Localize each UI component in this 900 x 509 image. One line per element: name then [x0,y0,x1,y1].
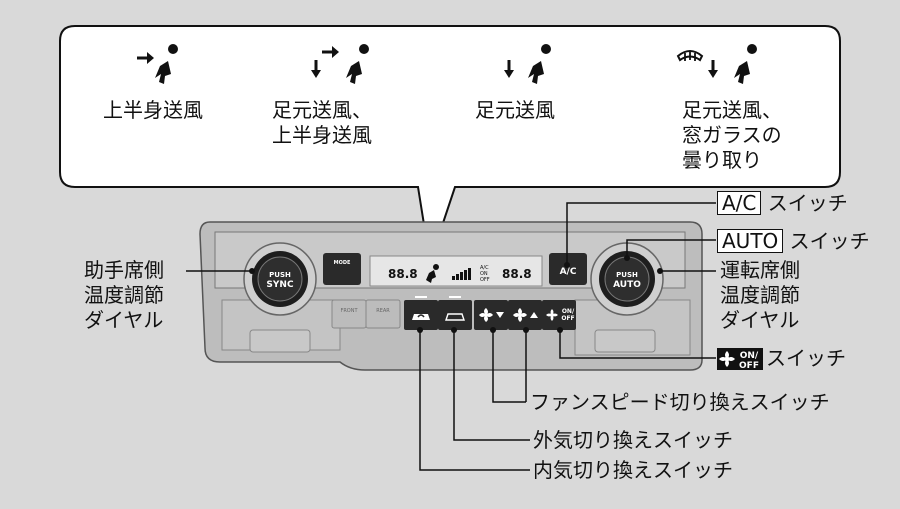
left-knob-push-text: PUSH [269,271,291,279]
left-seat-heater-button[interactable] [249,329,311,353]
label-line: 運転席側 [720,258,800,282]
recirc-switch-label: 内気切り換えスイッチ [533,458,733,482]
mode-label-line: 足元送風 [475,98,555,122]
mode-icon-floor-defrost [676,44,757,84]
fan-onoff-text-1: ON/ [562,308,575,315]
mode-label-line: 足元送風、 [682,98,782,122]
display-right-temp: 88.8 [502,267,532,281]
ac-key-box: A/C [717,191,762,215]
mode-label-line: 上半身送風 [103,98,203,122]
ac-switch-suffix: スイッチ [767,191,848,215]
right-knob-push-text: PUSH [616,271,638,279]
label-line: ダイヤル [720,308,800,332]
label-line: 温度調節 [84,283,164,307]
fan-onoff-text-2: OFF [561,315,574,322]
leader-dots [249,255,663,333]
mode-label-line: 窓ガラスの [682,123,782,147]
front-defrost-text: FRONT [340,308,358,314]
passenger-dial-label: 助手席側 温度調節 ダイヤル [84,258,164,333]
label-line: ダイヤル [84,308,164,332]
svg-text:OFF: OFF [739,361,759,371]
label-line: 温度調節 [720,283,800,307]
mode-label-line: 足元送風、 [272,98,372,122]
leader-lines [186,202,716,471]
display-left-temp: 88.8 [388,267,418,281]
front-defrost-button[interactable] [331,299,367,329]
right-seat-heater-button[interactable] [594,329,656,353]
svg-text:ON/: ON/ [740,351,759,361]
fan-speed-switch-label: ファンスピード切り換えスイッチ [530,390,830,414]
mode-label-floor: 足元送風 [475,98,555,123]
fan-onoff-label-icon: ON/ OFF [717,348,763,371]
mode-label-upper-body: 上半身送風 [103,98,203,123]
fan-up-icon [513,308,538,322]
display-mode-icon [426,264,439,283]
mode-label-floor-defrost: 足元送風、 窓ガラスの 曇り取り [682,98,782,173]
left-knob-sync-text: SYNC [266,280,294,290]
outside-air-switch-label: 外気切り換えスイッチ [533,428,733,452]
mode-label-line: 曇り取り [682,148,762,172]
rear-defrost-button[interactable] [365,299,401,329]
mode-button[interactable] [323,253,361,285]
fan-onoff-icon [546,309,558,321]
outside-air-button[interactable] [438,300,472,330]
auto-switch-suffix: スイッチ [789,229,870,253]
mode-icon-floor-upper [311,44,369,84]
mode-label-floor-upper: 足元送風、 上半身送風 [272,98,372,148]
mode-label-line: 上半身送風 [272,123,372,147]
display-fan-bars-icon [452,268,471,280]
outside-air-icon [445,313,465,321]
lcd-display [369,255,543,287]
right-knob-auto-text: AUTO [613,280,641,290]
driver-dial-label: 運転席側 温度調節 ダイヤル [720,258,800,333]
driver-temp-dial[interactable] [590,242,664,316]
ac-switch-label: A/C スイッチ [717,191,848,216]
recirc-icon [412,314,430,320]
ac-button[interactable] [549,253,587,285]
fan-onoff-button[interactable] [542,300,576,330]
auto-switch-label: AUTO スイッチ [717,229,870,254]
auto-key-box: AUTO [717,229,784,253]
label-line: 助手席側 [84,258,164,282]
fan-onoff-switch-label: スイッチ [766,346,846,370]
display-ac-text-2: ON [480,271,488,277]
passenger-temp-dial[interactable] [243,242,317,316]
fan-down-icon [479,308,504,322]
rear-defrost-text: REAR [376,308,390,314]
display-ac-text-1: A/C [480,265,489,271]
display-ac-text-3: OFF [480,277,490,283]
mode-icon-upper-body [137,44,178,84]
mode-button-text: MODE [334,260,351,266]
mode-icon-floor [504,44,551,84]
ac-button-text: A/C [560,267,577,277]
